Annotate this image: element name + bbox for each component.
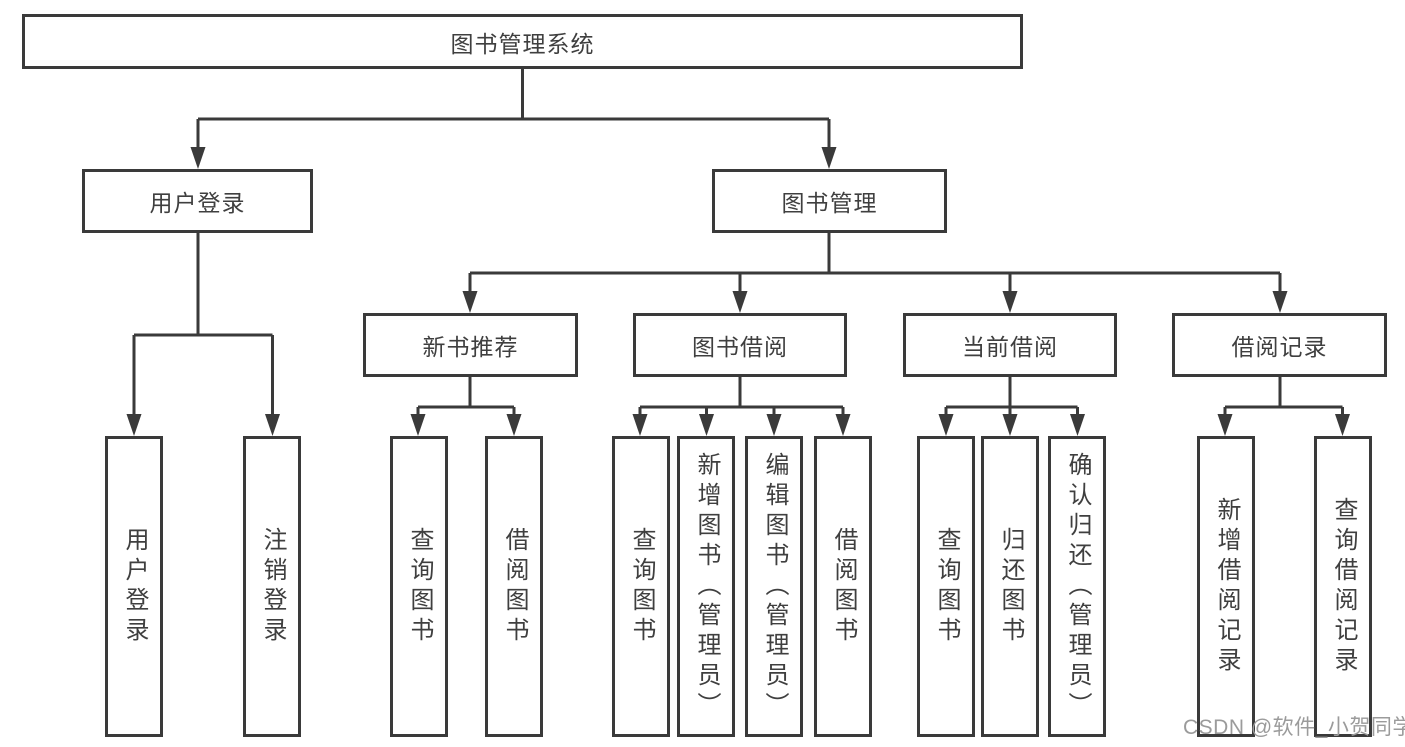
leaf-user-login: 用户登录	[105, 436, 163, 737]
leaf-logout: 注销登录	[243, 436, 301, 737]
leaf-borrow-books-rec-label: 借阅图书	[501, 526, 528, 647]
leaf-user-login-label: 用户登录	[121, 526, 148, 647]
leaf-query-borrow-record: 查询借阅记录	[1314, 436, 1372, 737]
leaf-query-borrow-record-label: 查询借阅记录	[1330, 496, 1357, 677]
node-book-borrowing: 图书借阅	[633, 313, 847, 377]
leaf-query-books-current-label: 查询图书	[933, 526, 960, 647]
connector-root	[190, 69, 837, 169]
connector-current-borrowing	[938, 377, 1085, 436]
leaf-borrow-books-label: 借阅图书	[830, 526, 857, 647]
leaf-confirm-return-admin: 确认归还（管理员）	[1048, 436, 1106, 737]
leaf-borrow-books: 借阅图书	[814, 436, 872, 737]
leaf-add-borrow-record-label: 新增借阅记录	[1213, 496, 1240, 677]
leaf-query-books-current: 查询图书	[917, 436, 975, 737]
leaf-borrow-books-rec: 借阅图书	[485, 436, 543, 737]
leaf-confirm-return-admin-label: 确认归还（管理员）	[1064, 451, 1091, 722]
leaf-query-books-rec: 查询图书	[390, 436, 448, 737]
leaf-logout-label: 注销登录	[259, 526, 286, 647]
connector-user-login-group	[126, 233, 280, 436]
node-borrowing-records: 借阅记录	[1172, 313, 1387, 377]
leaf-return-book: 归还图书	[981, 436, 1039, 737]
node-current-borrowing: 当前借阅	[903, 313, 1117, 377]
node-new-book-rec: 新书推荐	[363, 313, 578, 377]
node-system-root: 图书管理系统	[22, 14, 1023, 69]
leaf-edit-book-admin: 编辑图书（管理员）	[745, 436, 803, 737]
connector-book-borrowing	[632, 377, 851, 436]
leaf-add-book-admin: 新增图书（管理员）	[677, 436, 735, 737]
leaf-query-books-borrow-label: 查询图书	[628, 526, 655, 647]
leaf-add-book-admin-label: 新增图书（管理员）	[693, 451, 720, 722]
leaf-add-borrow-record: 新增借阅记录	[1197, 436, 1255, 737]
connector-new-book-rec	[410, 377, 522, 436]
node-book-management: 图书管理	[712, 169, 947, 233]
leaf-query-books-rec-label: 查询图书	[406, 526, 433, 647]
connector-borrowing-records	[1217, 377, 1350, 436]
leaf-return-book-label: 归还图书	[997, 526, 1024, 647]
leaf-edit-book-admin-label: 编辑图书（管理员）	[761, 451, 788, 722]
node-user-login-group: 用户登录	[82, 169, 313, 233]
watermark: CSDN @软件_小贺同学	[1183, 716, 1405, 739]
leaf-query-books-borrow: 查询图书	[612, 436, 670, 737]
connector-book-management	[462, 233, 1288, 313]
